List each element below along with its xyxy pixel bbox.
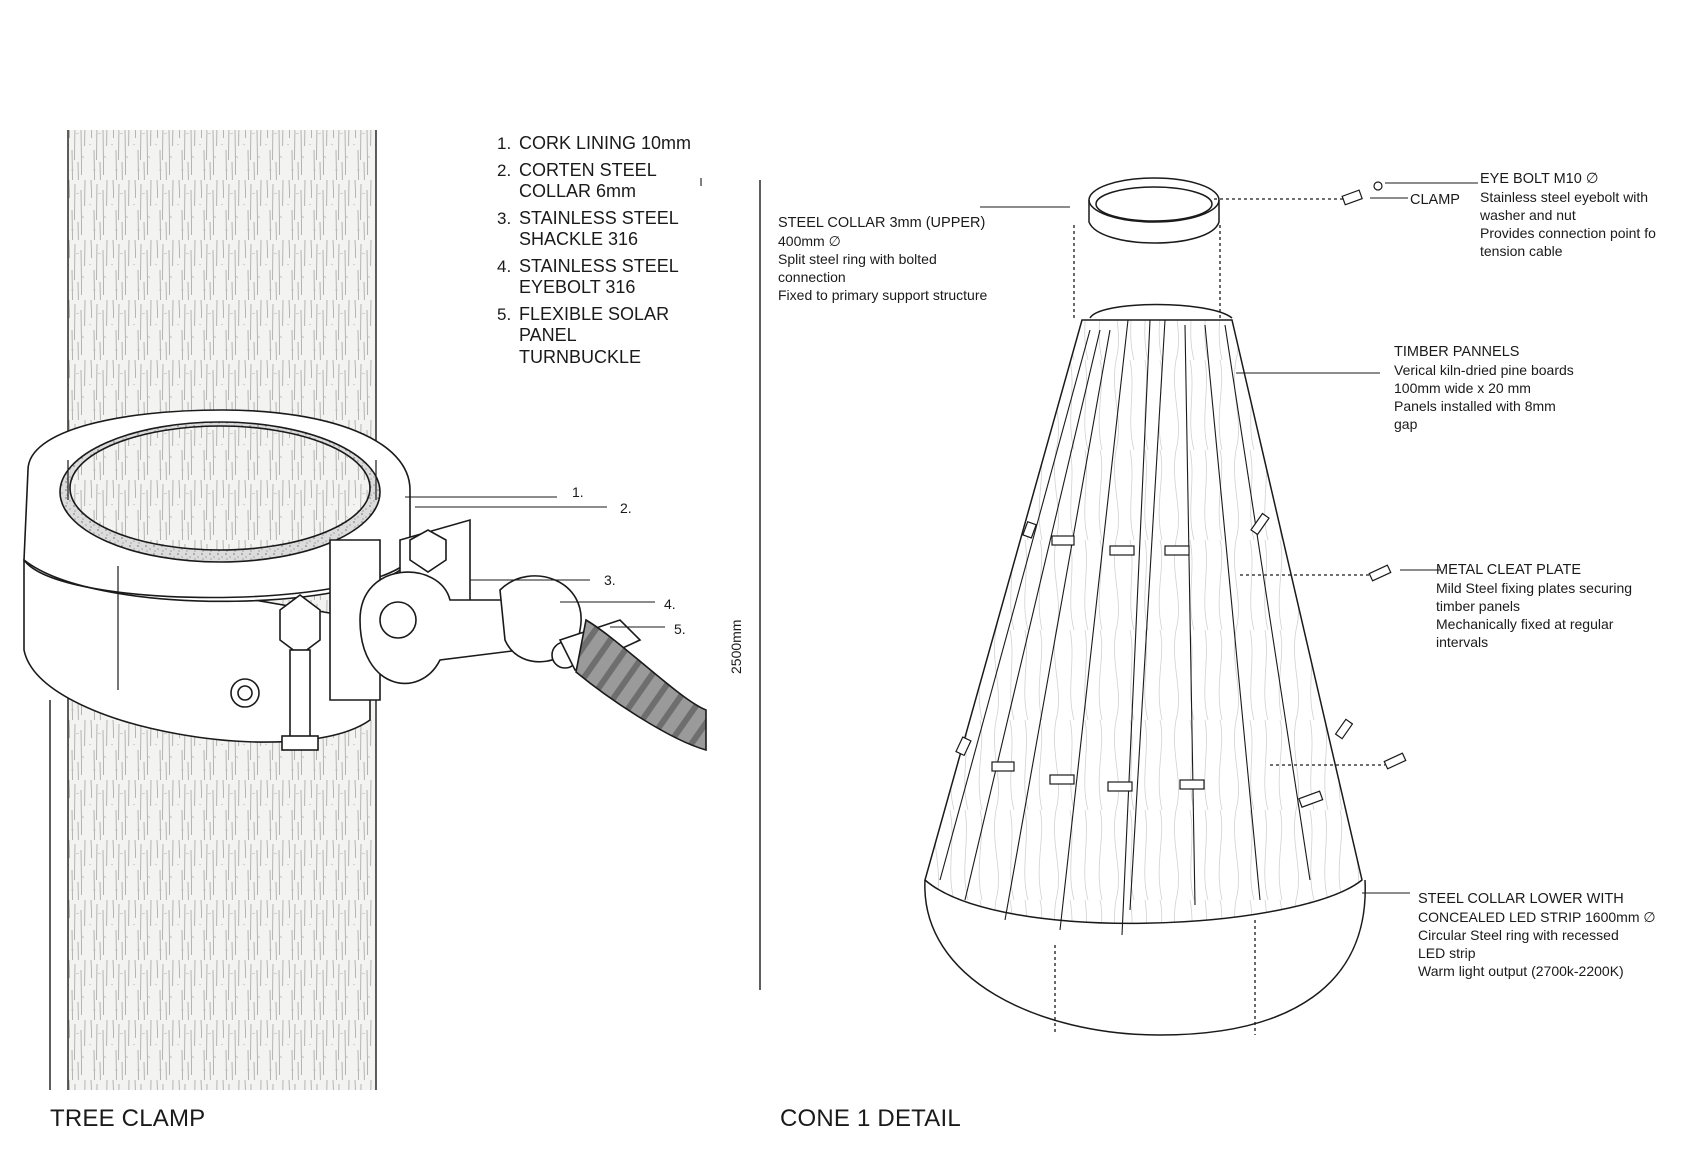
note-line: LED strip xyxy=(1418,945,1476,961)
collar-assembly xyxy=(23,409,471,751)
callout-1: 1. xyxy=(572,484,584,500)
legend-text: PANEL xyxy=(519,325,577,345)
legend-number: 4. xyxy=(497,256,512,276)
note-line: 400mm ∅ xyxy=(778,233,841,249)
clamp-label: CLAMP xyxy=(1410,192,1460,208)
legend-text: CORTEN STEEL xyxy=(519,159,657,180)
tree-clamp-title: TREE CLAMP xyxy=(50,1105,206,1132)
legend-text: CORK LINING 10mm xyxy=(519,133,692,153)
turnbuckle-cable xyxy=(575,618,707,752)
note-line: Provides connection point fo xyxy=(1480,225,1656,241)
legend-text: TURNBUCKLE xyxy=(519,346,642,367)
note-heading: TIMBER PANNELS xyxy=(1394,344,1520,360)
legend-text: COLLAR 6mm xyxy=(519,181,637,201)
cone xyxy=(924,177,1478,1036)
callout-3: 3. xyxy=(604,572,616,588)
note-heading: EYE BOLT M10 ∅ xyxy=(1480,171,1599,187)
note-line: connection xyxy=(778,269,846,285)
note-steel-collar-upper: STEEL COLLAR 3mm (UPPER) 400mm ∅ Split ste… xyxy=(778,214,987,304)
legend-text: SHACKLE 316 xyxy=(519,229,639,249)
legend-number: 5. xyxy=(497,304,512,324)
cone-detail-title: CONE 1 DETAIL xyxy=(780,1105,961,1132)
note-line: Fixed to primary support structure xyxy=(778,287,988,303)
legend-number: 2. xyxy=(497,160,512,180)
note-line: tension cable xyxy=(1480,243,1563,259)
note-line: CONCEALED LED STRIP 1600mm ∅ xyxy=(1418,909,1656,925)
note-metal-cleat-plate: METAL CLEAT PLATE Mild Steel fixing plate… xyxy=(1436,561,1632,651)
note-line: timber panels xyxy=(1436,598,1521,614)
note-heading: METAL CLEAT PLATE xyxy=(1436,562,1582,578)
legend-item: 1. CORK LINING 10mm xyxy=(497,133,691,155)
height-dimension-label: 2500mm xyxy=(728,619,744,674)
legend-number: 1. xyxy=(497,134,512,153)
note-line: gap xyxy=(1394,416,1418,432)
note-line: Stainless steel eyebolt with xyxy=(1480,189,1649,205)
note-heading: STEEL COLLAR LOWER WITH xyxy=(1418,891,1624,907)
note-heading: STEEL COLLAR 3mm (UPPER) xyxy=(778,215,986,231)
note-line: Panels installed with 8mm xyxy=(1394,398,1556,414)
note-line: washer and nut xyxy=(1480,207,1576,223)
legend-text: STAINLESS STEEL xyxy=(519,255,679,276)
legend-text: STAINLESS STEEL xyxy=(519,207,679,228)
note-steel-collar-lower: STEEL COLLAR LOWER WITH CONCEALED LED STR… xyxy=(1418,890,1656,980)
legend-number: 3. xyxy=(497,208,512,228)
callout-4: 4. xyxy=(664,596,676,612)
note-line: Warm light output (2700k-2200K) xyxy=(1418,963,1624,979)
legend-text: EYEBOLT 316 xyxy=(519,277,636,297)
note-line: Split steel ring with bolted xyxy=(778,251,937,267)
callout-2: 2. xyxy=(620,500,632,516)
note-line: 100mm wide x 20 mm xyxy=(1394,380,1531,396)
note-timber-panels: TIMBER PANNELS Verical kiln-dried pine bo… xyxy=(1394,343,1574,433)
note-eye-bolt: EYE BOLT M10 ∅ Stainless steel eyebolt wi… xyxy=(1480,170,1656,260)
note-line: Verical kiln-dried pine boards xyxy=(1394,362,1574,378)
note-line: Mechanically fixed at regular xyxy=(1436,616,1614,632)
note-line: Circular Steel ring with recessed xyxy=(1418,927,1619,943)
callout-5: 5. xyxy=(674,621,686,637)
legend-text: FLEXIBLE SOLAR xyxy=(519,303,670,324)
note-line: Mild Steel fixing plates securing xyxy=(1436,580,1633,596)
note-line: intervals xyxy=(1436,634,1489,650)
leader-lines xyxy=(405,178,702,628)
